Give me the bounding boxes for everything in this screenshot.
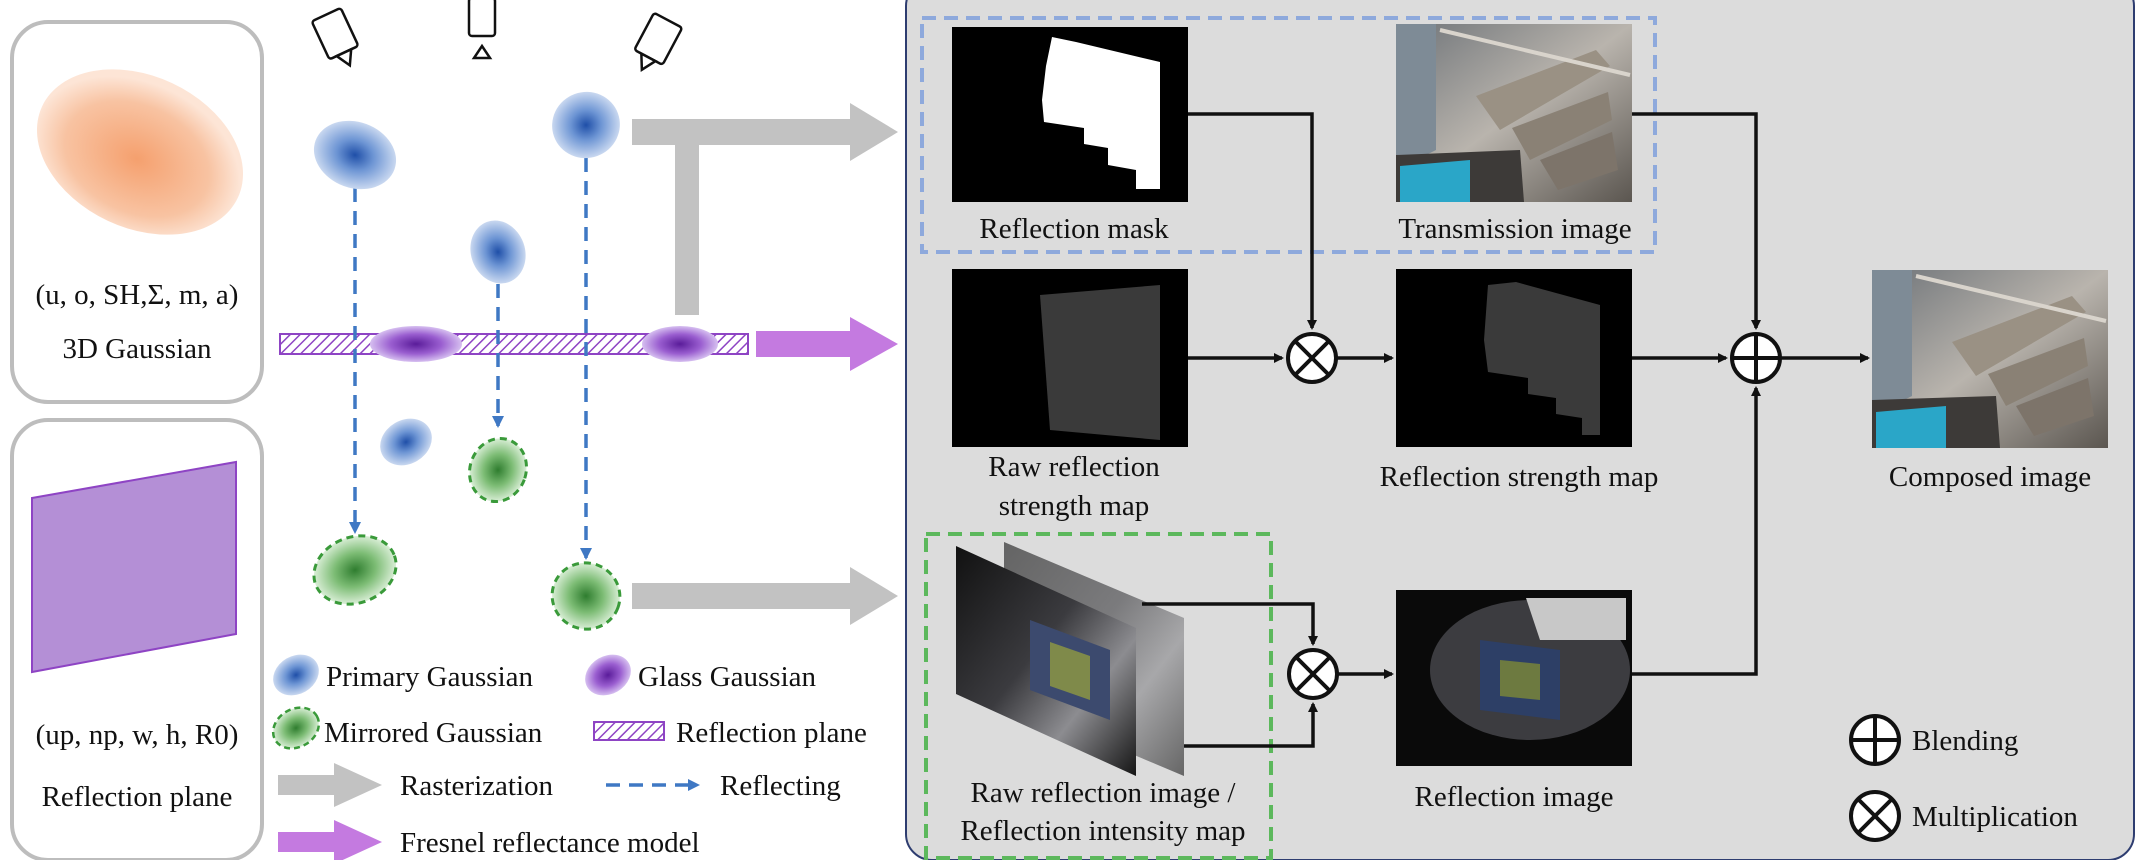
camera-icon <box>311 7 359 68</box>
gaussian-params: (u, o, SH,Σ, m, a) <box>36 279 239 311</box>
strength-map-label: Reflection strength map <box>1380 461 1659 493</box>
raw-reflection-stack <box>956 542 1184 776</box>
reflection-to-blend-arrow <box>1632 386 1761 676</box>
plane-caption: Reflection plane <box>42 781 233 813</box>
legend-fresnel-label: Fresnel reflectance model <box>400 827 700 859</box>
raw-reflection-bottom-arrow <box>1184 702 1318 748</box>
rasterization-arrow-top-head <box>850 103 898 161</box>
primary-gaussian <box>552 91 620 159</box>
primary-gaussian <box>380 418 432 466</box>
transmission-to-blend-arrow <box>1632 112 1761 330</box>
glass-gaussian <box>370 326 462 362</box>
transmission-label: Transmission image <box>1398 213 1631 245</box>
legend-raster-head <box>334 763 382 807</box>
legend-raster-shaft <box>278 775 336 795</box>
legend-reflecting-label: Reflecting <box>720 770 841 802</box>
legend-glass-icon <box>585 654 631 696</box>
legend-raster-label: Rasterization <box>400 770 554 802</box>
legend-mirrored-icon <box>271 706 321 750</box>
gaussian-3d-icon <box>36 69 244 235</box>
raw-reflection-top-arrow <box>1142 602 1318 646</box>
multiply-legend-label: Multiplication <box>1912 801 2078 833</box>
reflection-mask-image <box>952 27 1188 202</box>
strength-map-image <box>1396 269 1632 447</box>
blend-legend-label: Blending <box>1912 725 2018 757</box>
raw-reflection-label-2: Reflection intensity map <box>960 815 1245 847</box>
legend-glass-label: Glass Gaussian <box>638 661 817 693</box>
reflection-image-label: Reflection image <box>1415 781 1614 813</box>
multiply-operator <box>1286 332 1338 384</box>
legend-mirrored-label: Mirrored Gaussian <box>324 717 543 749</box>
primary-gaussian <box>313 120 397 190</box>
rasterization-arrow-vertical <box>675 119 699 315</box>
multiply-operator <box>1287 648 1339 700</box>
mirrored-gaussian <box>550 561 622 631</box>
blend-legend-icon <box>1849 714 1901 766</box>
composed-image <box>1872 270 2108 448</box>
mirrored-gaussian <box>468 436 528 504</box>
blend-operator <box>1730 332 1782 384</box>
transmission-image <box>1396 24 1632 202</box>
glass-gaussian <box>642 326 718 362</box>
raw-strength-label-2: strength map <box>999 490 1150 522</box>
gaussian-caption: 3D Gaussian <box>62 333 212 365</box>
reflection-mask-label: Reflection mask <box>979 213 1169 245</box>
mask-to-multiply-arrow <box>1188 112 1317 330</box>
raw-reflection-label-1: Raw reflection image / <box>971 777 1237 809</box>
legend-fresnel-shaft <box>278 832 336 852</box>
raw-strength-label-1: Raw reflection <box>988 451 1160 483</box>
reflection-plane-icon <box>31 460 237 674</box>
plane-params: (up, np, w, h, R0) <box>36 719 239 751</box>
mirrored-gaussian <box>312 534 398 606</box>
raw-strength-image <box>952 269 1188 447</box>
legend-primary-label: Primary Gaussian <box>326 661 533 693</box>
multiply-legend-icon <box>1849 790 1901 842</box>
legend-plane-label: Reflection plane <box>676 717 867 749</box>
rasterization-arrow-top-shaft <box>632 119 854 145</box>
camera-icon <box>634 12 683 72</box>
legend-plane-icon <box>593 721 665 741</box>
blue-dashed-group <box>920 16 1657 254</box>
composed-label: Composed image <box>1889 461 2091 493</box>
rasterization-arrow-bottom-head <box>850 567 898 625</box>
reflection-image <box>1396 590 1632 766</box>
primary-gaussian <box>470 220 526 284</box>
legend-primary-icon <box>273 654 319 696</box>
fresnel-arrow-shaft <box>756 331 852 357</box>
green-dashed-group <box>924 532 1273 860</box>
fresnel-arrow-head <box>850 317 898 371</box>
legend-fresnel-head <box>334 820 382 860</box>
rasterization-arrow-bottom-shaft <box>632 583 854 609</box>
camera-icon <box>467 0 497 60</box>
